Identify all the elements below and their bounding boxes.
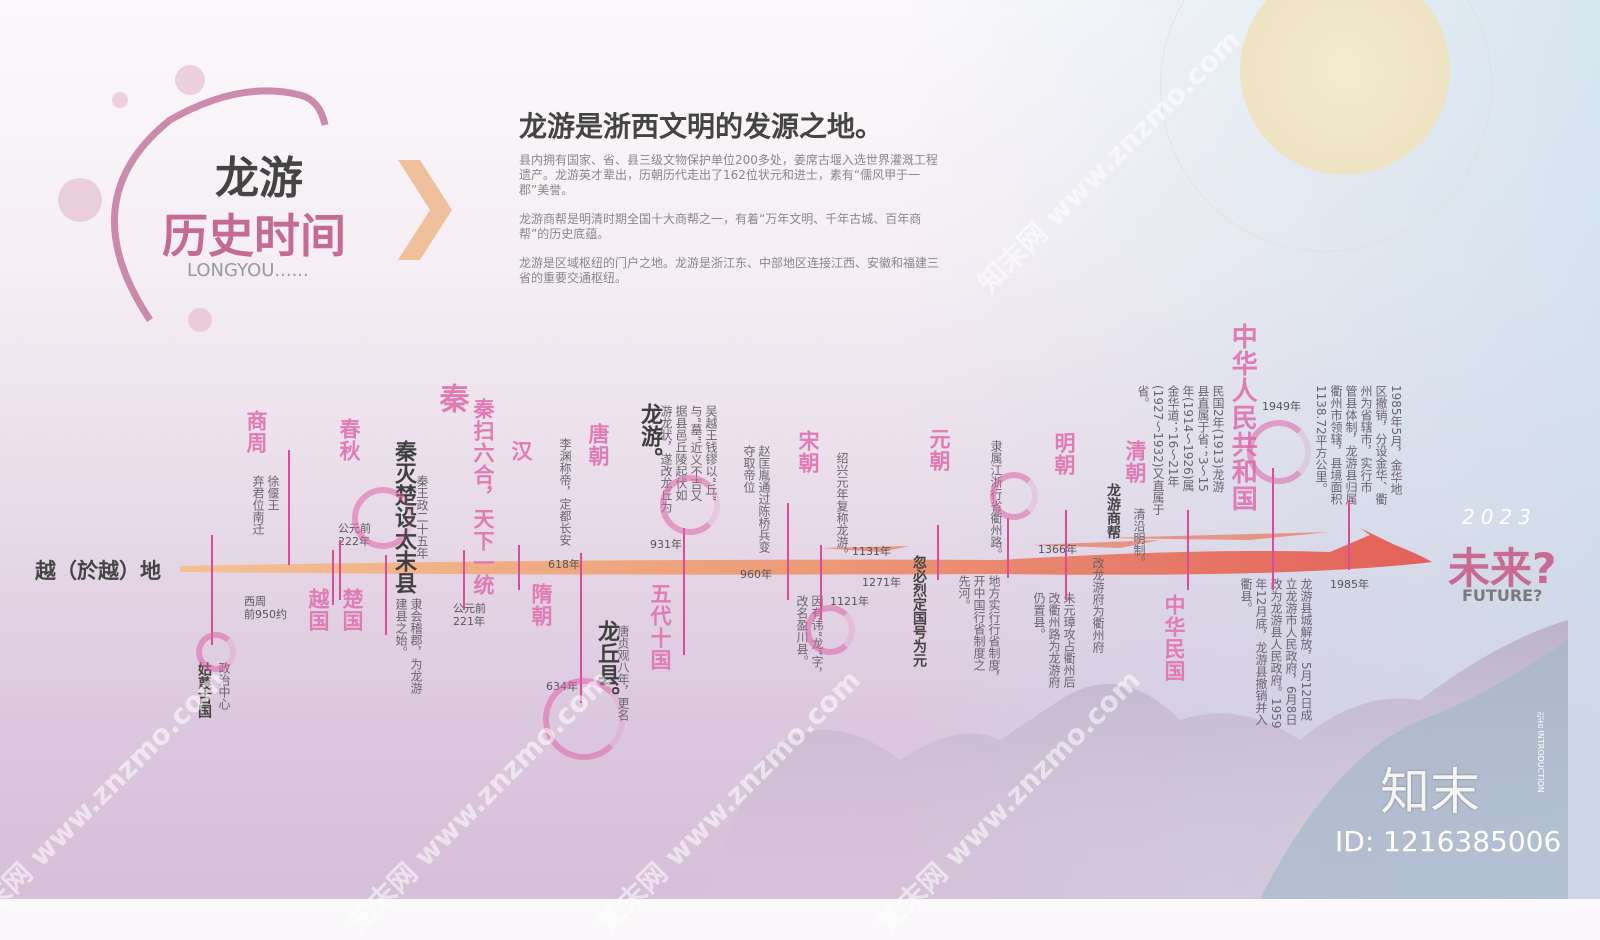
timeline-note: 朱元璋攻占衢州后 改衢州路为龙游府 仍置县。 <box>1032 592 1076 688</box>
timeline-year: 公元前 221年 <box>453 602 486 628</box>
timeline-start-label: 越（於越）地 <box>35 559 161 583</box>
logo-title: 龙游 <box>215 153 303 204</box>
timeline-note: 政治中心 <box>217 662 231 710</box>
timeline-marker <box>385 555 387 635</box>
timeline-marker <box>820 545 822 620</box>
timeline-note: 民国2年(1913)龙游 县直属于省；3～15 年(1914～1926)属 金华… <box>1136 385 1225 516</box>
timeline-note: 李渊称帝，定都长安 <box>558 438 572 546</box>
timeline-marker <box>339 540 341 600</box>
future-title: 未来? <box>1448 544 1557 593</box>
timeline-marker <box>211 535 213 645</box>
timeline-year: 西周 前950约 <box>244 595 287 621</box>
timeline-marker <box>1272 468 1274 590</box>
watermark-brand: 知末 <box>1380 763 1480 821</box>
timeline-note: 赵匡胤通过陈桥兵变 夺取帝位 <box>742 445 771 553</box>
timeline-year: 1985年 <box>1330 578 1369 591</box>
intro-bullet: 县内拥有国家、省、县三级文物保护单位200多处，姜席古堰入选世界灌溉工程遗产。龙… <box>519 153 938 197</box>
timeline-marker <box>683 528 685 655</box>
timeline-note: 龙游。 <box>637 403 662 469</box>
timeline-note: 姑蔑古国 <box>196 662 212 718</box>
timeline-era: 隋朝 <box>529 583 554 627</box>
timeline-era: 秦扫六合，天下一统 <box>471 398 496 596</box>
timeline-era: 五代十国 <box>648 583 673 671</box>
timeline-note: 1985年5月，金华地 区撤销，分设金华、衢 州为省辖市，实行市 管县体制，龙游… <box>1314 385 1403 505</box>
timeline-era: 中华人民共和国 <box>1227 323 1258 512</box>
timeline-marker <box>463 550 465 610</box>
timeline-era: 明朝 <box>1052 432 1077 476</box>
timeline-note: 忽必烈定国号为元 <box>911 555 927 667</box>
future-subtitle: FUTURE? <box>1462 586 1543 605</box>
timeline-marker <box>1187 510 1189 590</box>
mountains-blue <box>1260 640 1568 899</box>
timeline-marker <box>288 450 290 565</box>
timeline-era: 楚国 <box>340 588 365 632</box>
timeline-year: 1271年 <box>862 576 901 589</box>
timeline-era: 汉 <box>509 440 534 462</box>
timeline-era: 商周 <box>244 410 269 454</box>
timeline-marker <box>1065 510 1067 600</box>
future-year: 2023 <box>1462 505 1537 529</box>
timeline-marker <box>1348 500 1350 570</box>
intro-title: 龙游是浙西文明的发源之地。 <box>519 110 884 143</box>
timeline-marker <box>580 553 582 703</box>
timeline-note: 龙游县城解放，5月12日成 立龙游市人民政府，6月8日 改为龙游县人民政府。19… <box>1239 578 1313 729</box>
timeline-year: 1366年 <box>1038 543 1077 556</box>
brush-circle <box>805 605 855 655</box>
timeline-era: 秦 <box>433 383 469 414</box>
timeline-year: 960年 <box>740 568 772 581</box>
timeline-year: 931年 <box>650 538 682 551</box>
decor-layer <box>58 65 1568 899</box>
timeline-era: 越国 <box>306 588 331 632</box>
brush-circle <box>660 475 720 535</box>
timeline-era: 宋朝 <box>796 430 821 474</box>
brush-circle <box>196 632 236 672</box>
timeline-era: 春秋 <box>337 418 362 462</box>
timeline-era: 清朝 <box>1123 440 1148 484</box>
moon <box>1240 0 1450 175</box>
timeline-note: 地方实行行省制度， 开中国行省制度之 先河。 <box>957 575 1001 683</box>
timeline-note: 徐偃王 弃君位南迁 <box>251 475 280 535</box>
logo-english: LONGYOU...... <box>187 260 309 281</box>
intro-tag: 引言 INTRODUCTION <box>1536 712 1545 793</box>
brush-circle <box>1247 420 1311 484</box>
chevron-right-icon <box>398 160 452 260</box>
timeline-marker <box>332 550 334 605</box>
timeline-year: 1949年 <box>1262 400 1301 413</box>
timeline-note: 吴越王钱镠以“丘” 与“墓”近义不吉又 据县邑丘陵起伏如 游龙状，遂改龙丘为 <box>659 405 718 513</box>
timeline-year: 618年 <box>548 558 580 571</box>
intro-bullet: 龙游是区域枢纽的门户之地。龙游是浙江东、中部地区连接江西、安徽和福建三省的重要交… <box>519 256 940 285</box>
timeline-marker <box>937 525 939 580</box>
timeline-note: 唐贞观八年，更名 <box>616 625 630 721</box>
timeline-year: 1131年 <box>852 545 891 558</box>
brush-circle <box>352 487 414 549</box>
timeline-note: 隶会稽郡，为龙游 建县之始。 <box>394 598 423 694</box>
intro-section: 龙游是浙西文明的发源之地。 县内拥有国家、省、县三级文物保护单位200多处，姜席… <box>505 105 965 286</box>
timeline-note: 秦王政二十五年 <box>415 475 429 559</box>
timeline-era: 元朝 <box>927 428 952 472</box>
timeline-era: 中华民国 <box>1162 594 1187 682</box>
timeline-marker <box>787 503 789 600</box>
timeline-marker <box>1007 518 1009 578</box>
logo-subtitle: 历史时间 <box>162 209 346 263</box>
timeline-note: 清沿明制。 <box>1132 508 1146 568</box>
brush-circle <box>543 678 625 760</box>
timeline-brush <box>180 528 1432 575</box>
timeline-marker <box>518 545 520 590</box>
timeline-year: 1121年 <box>830 595 869 608</box>
timeline-note: 绍兴元年复称龙游。 <box>835 452 849 560</box>
intro-bullet: 龙游商帮是明清时期全国十大商帮之一，有着“万年文明、千年古城、百年商帮”的历史底… <box>519 212 922 241</box>
timeline-era: 唐朝 <box>586 423 611 467</box>
brush-circle <box>990 472 1038 520</box>
watermark-id: ID: 1216385006 <box>1335 825 1562 858</box>
timeline-note: 龙游商帮 <box>1105 483 1121 539</box>
timeline-note: 改龙游府为衢州府 <box>1091 557 1105 653</box>
dragon-ring <box>110 87 329 322</box>
